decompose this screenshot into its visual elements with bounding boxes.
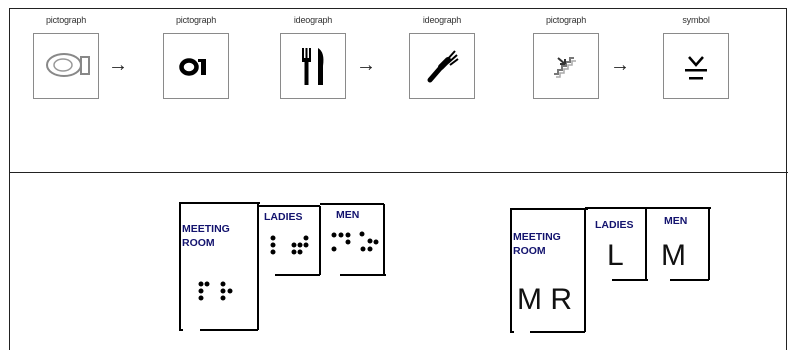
arrow-3: → xyxy=(610,54,630,76)
print-ladies-letter: L xyxy=(607,239,624,272)
braille-men-panel: MEN xyxy=(320,203,386,276)
arrow-1: → xyxy=(108,54,128,76)
diagram-frame xyxy=(9,8,787,350)
caption-1: pictograph xyxy=(45,15,87,25)
braille-dots-mr xyxy=(198,281,233,301)
fork-ideograph-box xyxy=(409,33,475,99)
caption-2: pictograph xyxy=(175,15,217,25)
arrow-2: → xyxy=(356,54,376,76)
toilet-symbol-box xyxy=(163,33,229,99)
fork-knife-icon xyxy=(302,48,324,85)
print-meeting-letters: M R xyxy=(517,283,572,316)
fork-icon xyxy=(427,50,459,83)
braille-sign: MEETING ROOM LADIES xyxy=(179,202,386,331)
toilet-pictograph-box xyxy=(33,33,99,99)
braille-ladies-label: LADIES xyxy=(264,211,303,223)
braille-dots-l xyxy=(270,235,309,255)
stairs-icon xyxy=(554,57,576,78)
caption-6: symbol xyxy=(682,15,710,25)
stairs-pictograph-box xyxy=(533,33,599,99)
print-ladies-label: LADIES xyxy=(595,219,634,231)
print-letter-sign: MEETING ROOM M R LADIES L MEN M xyxy=(510,207,711,333)
fork-knife-ideograph-box xyxy=(280,33,346,99)
print-meeting-label-line2: ROOM xyxy=(513,245,546,257)
stairs-symbol-box xyxy=(663,33,729,99)
print-meeting-room-panel: MEETING ROOM M R xyxy=(510,208,588,333)
caption-5: pictograph xyxy=(545,15,587,25)
print-ladies-panel: LADIES L xyxy=(585,207,648,281)
print-men-panel: MEN M xyxy=(646,207,711,281)
braille-dots-m xyxy=(331,231,379,252)
braille-meeting-label-line2: ROOM xyxy=(182,237,215,249)
braille-meeting-label-line1: MEETING xyxy=(182,223,230,235)
print-men-label: MEN xyxy=(664,215,687,227)
caption-4: ideograph xyxy=(422,15,462,25)
toilet-symbol-icon xyxy=(179,58,206,76)
stairs-symbol-icon xyxy=(685,56,707,80)
braille-men-label: MEN xyxy=(336,209,359,221)
braille-ladies-panel: LADIES xyxy=(258,205,321,276)
braille-meeting-room-panel: MEETING ROOM xyxy=(179,202,260,331)
section-divider xyxy=(9,172,788,173)
caption-3: ideograph xyxy=(293,15,333,25)
print-men-letter: M xyxy=(661,239,686,272)
toilet-icon xyxy=(46,53,90,77)
print-meeting-label-line1: MEETING xyxy=(513,231,561,243)
